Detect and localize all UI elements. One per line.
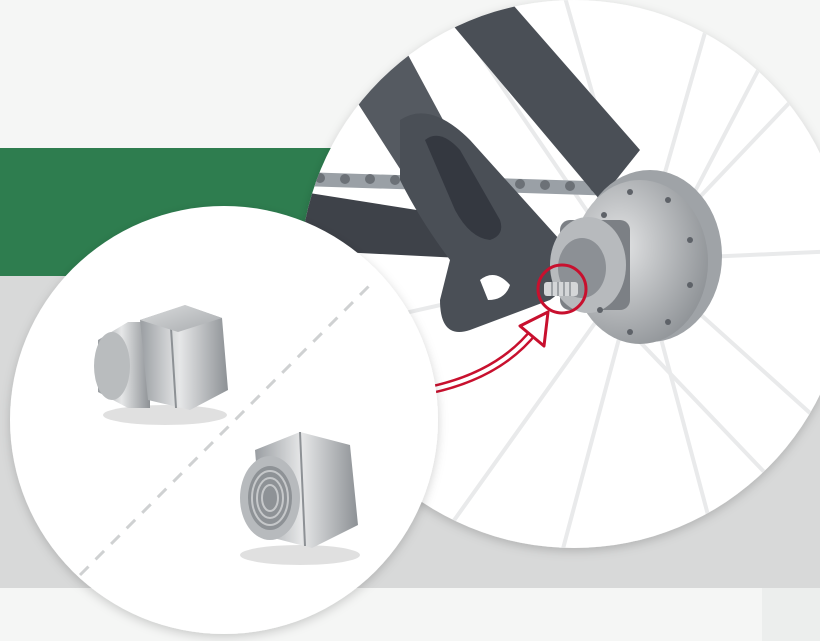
axle-nut-icon: [240, 431, 360, 565]
hub: [550, 170, 722, 344]
pointer-arrow-icon: [425, 310, 550, 395]
axle-end: [536, 263, 588, 315]
nut-closeup-content: [78, 283, 372, 577]
divider-dashed-line: [78, 283, 372, 577]
nut-closeup: [10, 206, 438, 634]
bottom-corner-panel: [762, 588, 820, 641]
cap-nut-icon: [94, 305, 228, 425]
axle-highlight-ring: [536, 263, 588, 315]
